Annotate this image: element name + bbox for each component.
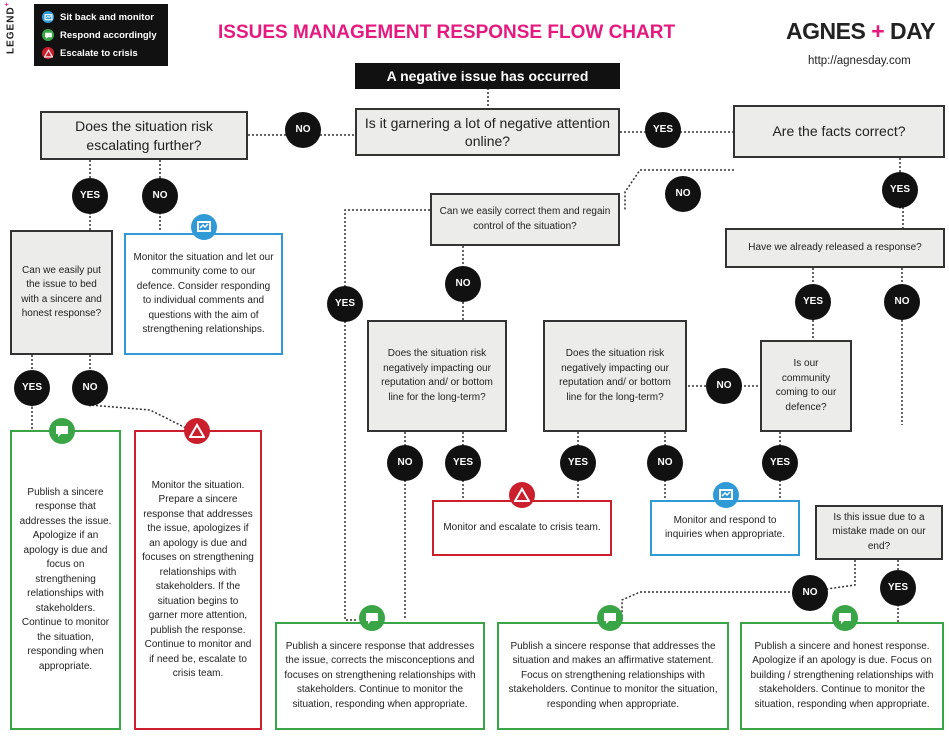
- warning-triangle-icon: [42, 47, 54, 59]
- no-pin: NO: [72, 370, 108, 407]
- monitor-prepare-outcome: Monitor the situation. Prepare a sincere…: [134, 430, 262, 730]
- publish-affirmative-outcome: Publish a sincere response that addresse…: [497, 622, 729, 730]
- monitor-chart-icon: [191, 214, 217, 240]
- attention-question: Is it garnering a lot of negative attent…: [355, 108, 620, 156]
- legend-item-respond: Respond accordingly: [42, 28, 157, 42]
- yes-pin: YES: [795, 284, 831, 321]
- brand-url: http://agnesday.com: [808, 55, 911, 67]
- page-title: ISSUES MANAGEMENT RESPONSE FLOW CHART: [218, 22, 676, 43]
- monitor-respond-outcome: Monitor and respond to inquiries when ap…: [650, 500, 800, 556]
- publish-misconceptions-outcome: Publish a sincere response that addresse…: [275, 622, 485, 730]
- no-pin: NO: [285, 112, 321, 148]
- monitor-community-outcome: Monitor the situation and let our commun…: [124, 233, 283, 355]
- no-pin: NO: [665, 176, 701, 212]
- no-pin: NO: [706, 368, 742, 404]
- already-released-question: Have we already released a response?: [725, 228, 945, 268]
- mistake-question: Is this issue due to a mistake made on o…: [815, 505, 943, 560]
- risk-reputation-question-2: Does the situation risk negatively impac…: [543, 320, 687, 432]
- legend: Sit back and monitor Respond accordingly…: [34, 4, 168, 66]
- legend-label-monitor: Sit back and monitor: [60, 11, 154, 23]
- no-pin: NO: [647, 445, 683, 482]
- no-pin: NO: [387, 445, 423, 482]
- monitor-chart-icon: [42, 11, 54, 23]
- monitor-chart-icon: [713, 482, 739, 508]
- warning-triangle-icon: [184, 418, 210, 444]
- speech-bubble-icon: [597, 605, 623, 631]
- yes-pin: YES: [762, 445, 798, 482]
- no-pin: NO: [445, 266, 481, 303]
- put-to-bed-question: Can we easily put the issue to bed with …: [10, 230, 113, 355]
- escalate-crisis-outcome: Monitor and escalate to crisis team.: [432, 500, 612, 556]
- legend-label-respond: Respond accordingly: [60, 29, 157, 41]
- correct-easily-question: Can we easily correct them and regain co…: [430, 193, 620, 246]
- legend-item-escalate: Escalate to crisis: [42, 46, 138, 60]
- speech-bubble-icon: [42, 29, 54, 41]
- community-defence-question: Is our community coming to our defence?: [760, 340, 852, 432]
- warning-triangle-icon: [509, 482, 535, 508]
- speech-bubble-icon: [49, 418, 75, 444]
- yes-pin: YES: [882, 172, 918, 209]
- yes-pin: YES: [14, 370, 50, 407]
- no-pin: NO: [792, 575, 828, 611]
- no-pin: NO: [142, 178, 178, 215]
- legend-item-monitor: Sit back and monitor: [42, 10, 154, 24]
- risk-reputation-question-1: Does the situation risk negatively impac…: [367, 320, 507, 432]
- yes-pin: YES: [880, 570, 916, 607]
- start-node: A negative issue has occurred: [355, 63, 620, 89]
- yes-pin: YES: [560, 445, 596, 482]
- escalating-question: Does the situation risk escalating furth…: [40, 111, 248, 160]
- legend-title: LEGEND+: [4, 1, 17, 54]
- facts-question: Are the facts correct?: [733, 105, 945, 158]
- speech-bubble-icon: [832, 605, 858, 631]
- no-pin: NO: [884, 284, 920, 321]
- yes-pin: YES: [445, 445, 481, 482]
- legend-label-escalate: Escalate to crisis: [60, 47, 138, 59]
- brand-logo: AGNES + DAY: [786, 18, 935, 44]
- yes-pin: YES: [327, 286, 363, 323]
- publish-honest-outcome: Publish a sincere and honest response. A…: [740, 622, 944, 730]
- yes-pin: YES: [645, 112, 681, 148]
- yes-pin: YES: [72, 178, 108, 215]
- publish-sincere-outcome: Publish a sincere response that addresse…: [10, 430, 121, 730]
- speech-bubble-icon: [359, 605, 385, 631]
